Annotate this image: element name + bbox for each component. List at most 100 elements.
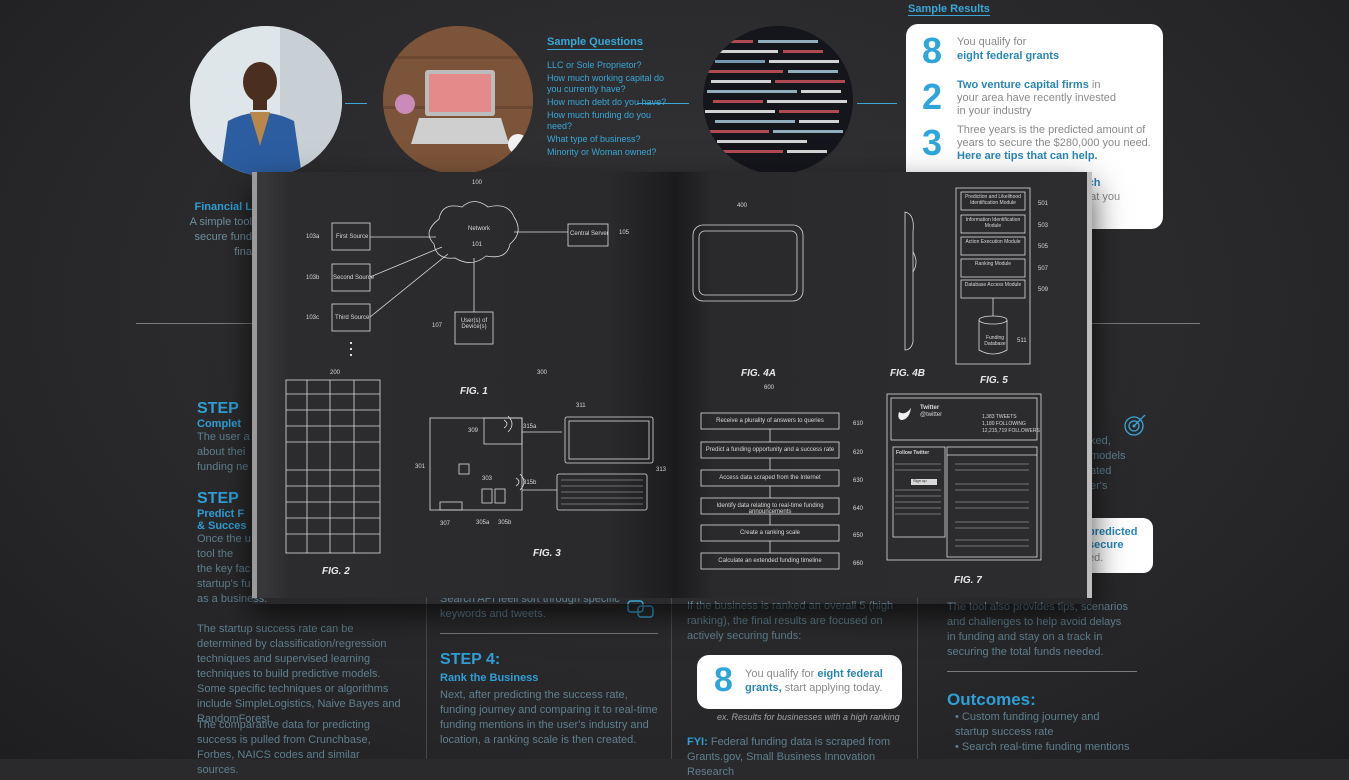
right-peek-card-b: secure [1088, 539, 1124, 551]
fig5-module: Prediction and Likelihood Identification… [965, 194, 1021, 206]
code-photo [703, 26, 853, 174]
step4-body: Next, after predicting the success rate,… [440, 689, 658, 746]
question-item: What type of business? [547, 134, 641, 144]
fig5-ref: 505 [1038, 244, 1049, 250]
example-card-text-b: eight federal grants, [745, 668, 883, 694]
node-second-source: Second Source [333, 275, 375, 281]
result-text-a: Two venture capital firms [957, 79, 1089, 91]
result-number: 2 [922, 76, 943, 117]
ref-107: 107 [432, 323, 443, 329]
step2-line: startup's fu [197, 578, 251, 590]
sample-questions-title: Sample Questions [547, 36, 643, 50]
ref-103c: 103c [306, 315, 320, 321]
left-page-diagrams [285, 201, 654, 554]
question-item: How much working capital do you currentl… [547, 73, 665, 94]
arrow-3 [857, 103, 897, 104]
fig5-module: Ranking Module [974, 261, 1012, 267]
right-peek-line: ated [1090, 465, 1112, 477]
step4-sub: Rank the Business [440, 672, 539, 684]
right-peek-line: ked, [1090, 435, 1111, 447]
left-peek-line: secure fund [194, 231, 252, 243]
sample-results-title: Sample Results [908, 3, 990, 16]
twitter-followers: 12,215,719 FOLLOWERS [982, 428, 1040, 434]
result-text-b: in your area have recently invested in y… [957, 79, 1116, 117]
result-peek-b: hat you [1084, 191, 1121, 203]
ref-105: 105 [619, 230, 630, 236]
result-text: You qualify for eight federal grants [957, 35, 1152, 63]
step1-line: funding ne [197, 461, 249, 473]
ranking-text: If the business is ranked an overall 5 (… [687, 600, 894, 642]
example-card-text: You qualify for eight federal grants, st… [745, 667, 895, 695]
fig5-database-ref: 511 [1017, 338, 1027, 344]
book-right-page [673, 172, 1092, 598]
example-card: 8 You qualify for eight federal grants, … [697, 655, 902, 709]
fig2-number: 200 [330, 370, 341, 376]
step1-title: STEP [197, 400, 239, 417]
result-text: Three years is the predicted amount of y… [957, 124, 1152, 163]
arrow-2 [637, 103, 689, 104]
fig6-ref: 630 [853, 478, 864, 484]
outcome-text: Search real-time funding mentions [961, 741, 1130, 753]
fig5-ref: 507 [1038, 266, 1049, 272]
fig6-step: Calculate an extended funding timeline [718, 558, 822, 564]
fig5-module: Action Execution Module [965, 239, 1021, 245]
left-peek-title: Financial L [194, 201, 252, 213]
fig4a-number: 400 [737, 203, 748, 209]
example-card-text-a: You qualify for [745, 668, 815, 680]
twitter-tweets: 1,383 TWEETS [982, 414, 1017, 420]
tips-text: The tool also provides tips, scenarios a… [947, 601, 1128, 658]
node-first-source: First Source [336, 234, 369, 240]
outcome-item: • Search real-time funding mentions [955, 741, 1130, 753]
middle-divider [440, 633, 658, 634]
fig6-step: Identify data relating to real-time fund… [716, 503, 824, 515]
divider-right [1090, 323, 1200, 324]
result-text: Two venture capital firms in your area h… [957, 79, 1117, 118]
fig5-database: Funding Database [984, 335, 1006, 347]
fig5-module: Database Access Module [964, 282, 1022, 288]
ref-313: 313 [656, 467, 667, 473]
twitter-follow: Follow Twitter [896, 450, 930, 456]
fig4a-label: FIG. 4A [741, 368, 777, 379]
ref-309: 309 [468, 428, 479, 434]
fig5-ref: 503 [1038, 223, 1049, 229]
fig6-step: Predict a funding opportunity and a succ… [705, 447, 835, 453]
fig6-ref: 650 [853, 533, 864, 539]
ref-301: 301 [415, 464, 426, 470]
sample-questions-list: LLC or Sole Proprietor? How much working… [547, 60, 667, 158]
ref-305a: 305a [476, 520, 490, 526]
fig6-step: Access data scraped from the Internet [719, 475, 821, 481]
right-peek: ked, models ated er's [1090, 434, 1125, 494]
fig1-label: FIG. 1 [460, 386, 488, 397]
ref-305b: 305b [498, 520, 512, 526]
ref-311: 311 [576, 403, 586, 409]
question-item: How much debt do you have? [547, 97, 667, 107]
step1-block: STEP Complet The user a about thei fundi… [197, 400, 257, 475]
right-peek-line: models [1090, 450, 1126, 462]
fig2-label: FIG. 2 [322, 566, 350, 577]
result-number: 8 [922, 30, 943, 71]
result-text-a: You qualify for [957, 36, 1027, 48]
outcomes-list: • Custom funding journey and startup suc… [955, 710, 1135, 755]
fig6-ref: 620 [853, 450, 864, 456]
node-network-number: 101 [472, 242, 483, 248]
step2-sub: Predict F [197, 508, 245, 520]
node-central-server: Central Server [570, 231, 609, 237]
twitter-handle: @twitter [920, 412, 943, 418]
fig6-number: 600 [764, 385, 775, 391]
result-text-a: Three years is the predicted amount of y… [957, 124, 1151, 149]
step2-block: STEP Predict F & Succes Once the u tool … [197, 490, 268, 607]
left-peek: Financial L A simple tool secure fund fi… [180, 200, 252, 260]
example-caption: ex. Results for businesses with a high r… [717, 712, 900, 722]
step2-line: as a business. [197, 593, 268, 605]
fig6-ref: 660 [853, 561, 864, 567]
node-network: Network [468, 226, 491, 232]
fig4b-label: FIG. 4B [890, 368, 926, 379]
divider-left [136, 323, 254, 324]
right-page-diagrams [692, 187, 1042, 570]
result-text-b: Here are tips that can help. [957, 150, 1098, 162]
laptop-photo [383, 26, 533, 174]
fig6-step: Create a ranking scale [739, 530, 801, 536]
fig5-module: Information Identification Module [965, 217, 1021, 229]
ref-103a: 103a [306, 234, 320, 240]
fig6-step: Receive a plurality of answers to querie… [716, 418, 824, 424]
